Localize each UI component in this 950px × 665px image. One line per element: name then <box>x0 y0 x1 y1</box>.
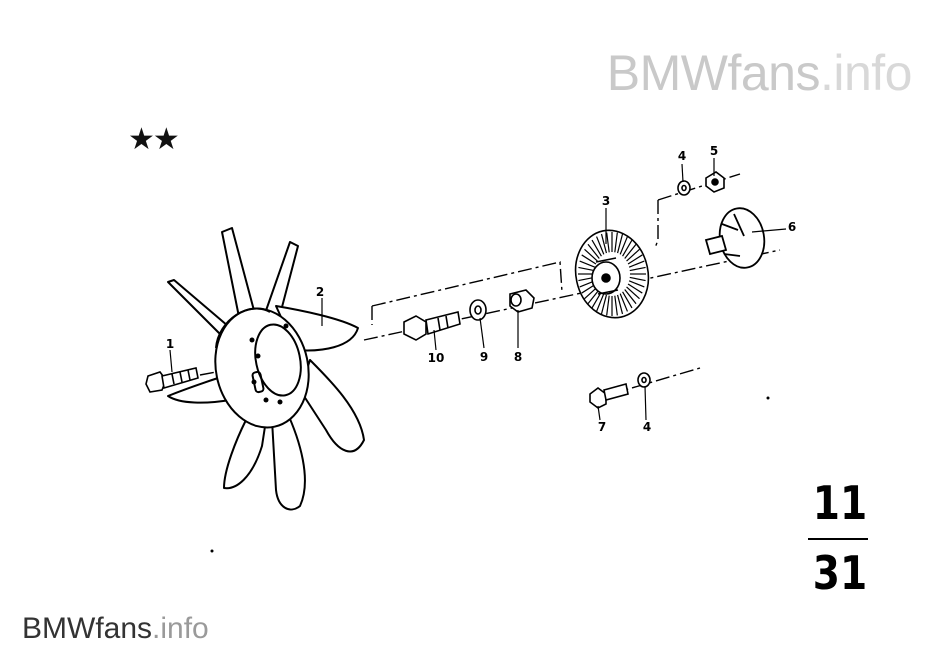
fan-blade <box>221 227 257 323</box>
stars-mark: ★★ <box>128 122 180 157</box>
clutch-fin <box>629 266 646 272</box>
fan-hub-inner <box>254 323 302 397</box>
part-numbers: 1 2 3 4 5 6 7 4 8 9 10 <box>166 144 796 434</box>
fan-clutch <box>574 229 650 319</box>
clutch-fin <box>606 232 610 253</box>
washer-4-top <box>677 180 691 196</box>
part-number-7: 7 <box>598 420 606 434</box>
spacer-8 <box>509 289 535 313</box>
washer-9 <box>469 299 487 321</box>
clutch-fin <box>587 243 600 259</box>
clutch-fin <box>624 243 637 259</box>
group-number-divider <box>808 538 868 540</box>
clutch-fin <box>606 295 610 316</box>
part-number-9: 9 <box>480 350 488 364</box>
clutch-fin <box>578 266 595 272</box>
clutch-fin <box>591 291 602 309</box>
fan-blade <box>271 409 306 511</box>
clutch-fin <box>619 236 628 255</box>
part-number-3: 3 <box>602 194 610 208</box>
clutch-fin <box>628 260 645 268</box>
watermark-bottom-brand: BMWfans <box>22 612 153 645</box>
clutch-fin <box>622 239 633 257</box>
part-number-10: 10 <box>428 351 445 365</box>
part-number-4-bottom: 4 <box>643 420 651 434</box>
leader-lines <box>169 158 787 421</box>
watermark-top-suffix: .info <box>819 45 913 101</box>
part-number-8: 8 <box>514 350 522 364</box>
bolt-7 <box>589 383 629 409</box>
group-number-sub: 31 <box>812 546 868 600</box>
clutch-fin <box>628 280 645 288</box>
clutch-fin <box>596 293 605 312</box>
clutch-fin <box>591 239 602 257</box>
nut-5 <box>705 171 725 193</box>
bolt-1 <box>145 367 199 393</box>
washer-4-bottom <box>637 372 651 388</box>
watermark-bottom: BMWfans.info <box>22 612 209 646</box>
clutch-fin <box>581 254 597 265</box>
fan-blade <box>299 359 365 453</box>
part-number-4-top: 4 <box>678 149 686 163</box>
clutch-fin <box>627 254 643 265</box>
clutch-fin <box>600 233 608 254</box>
fan-blade <box>167 377 231 404</box>
watermark-top: BMWfans.info <box>606 44 913 102</box>
group-number-main: 11 <box>812 476 868 530</box>
clutch-fin <box>626 248 640 262</box>
clutch-fin <box>627 283 643 294</box>
clutch-fin <box>600 294 608 315</box>
fan <box>167 227 365 511</box>
clutch-fin <box>596 236 605 255</box>
fan-blade <box>167 279 229 337</box>
clutch-fin <box>616 233 624 254</box>
clutch-fin <box>587 289 600 305</box>
bolt-10 <box>403 311 461 341</box>
part-number-2: 2 <box>316 285 324 299</box>
clutch-fin <box>616 294 624 315</box>
clutch-fin <box>614 232 618 253</box>
clutch-fin <box>624 289 637 305</box>
clutch-fin <box>629 276 646 282</box>
part-number-5: 5 <box>710 144 718 158</box>
clutch-fin <box>614 295 618 316</box>
watermark-top-brand: BMWfans <box>606 45 821 101</box>
clutch-fin <box>619 293 628 312</box>
part-number-6: 6 <box>788 220 796 234</box>
clutch-fin <box>626 286 640 300</box>
clutch-fin <box>579 260 596 268</box>
fan-blade <box>223 419 267 490</box>
clutch-fin <box>622 291 633 309</box>
clutch-fin <box>584 248 598 262</box>
watermark-bottom-suffix: .info <box>152 612 209 645</box>
part-number-1: 1 <box>166 337 174 351</box>
hub-6 <box>704 207 766 269</box>
